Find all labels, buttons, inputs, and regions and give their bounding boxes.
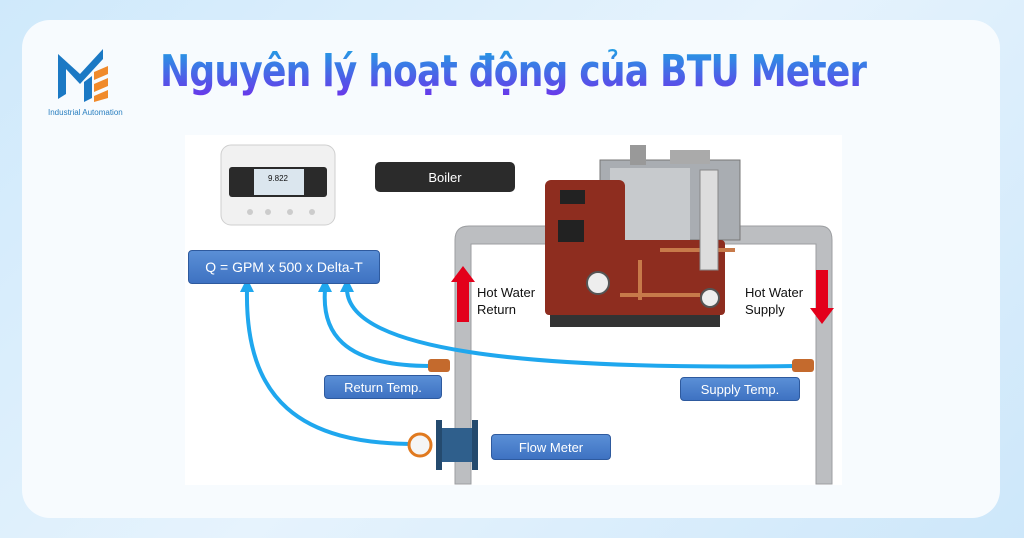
signal-arrowheads [240, 278, 354, 292]
pipe [454, 225, 833, 485]
return-flow-up-arrow [451, 266, 475, 322]
supply-temp-label: Supply Temp. [680, 377, 800, 401]
supply-flow-down-arrow [810, 270, 834, 324]
return-temp-sensor [428, 359, 450, 372]
hot-water-supply-label: Hot Water Supply [745, 285, 804, 317]
boiler-label: Boiler [375, 162, 515, 192]
boiler-image [545, 145, 741, 327]
flow-meter-device [407, 420, 478, 470]
btu-meter-device: 9.822 [220, 144, 336, 226]
flow-meter-label: Flow Meter [491, 434, 611, 460]
btu-formula: Q = GPM x 500 x Delta-T [188, 250, 380, 284]
supply-temp-signal-line [345, 289, 796, 369]
meter-reading: 9.822 [268, 174, 289, 183]
return-temp-signal-line [322, 289, 431, 368]
flow-signal-line [244, 289, 416, 446]
supply-temp-sensor [792, 359, 814, 372]
page-title: Nguyên lý hoạt động của BTU Meter [160, 46, 867, 97]
hot-water-return-label: Hot Water Return [477, 285, 536, 317]
brand-logo-text: Industrial Automation [48, 108, 123, 117]
return-temp-label: Return Temp. [324, 375, 442, 399]
brand-logo [58, 49, 108, 102]
signal-lines [244, 289, 796, 446]
